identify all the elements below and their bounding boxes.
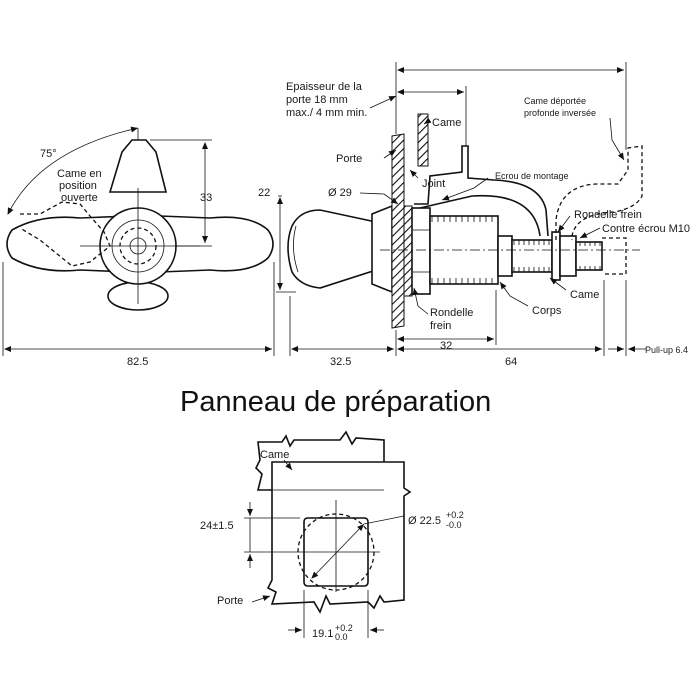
panel-cutout-view bbox=[244, 430, 412, 638]
panel-height-dim: 24±1.5 bbox=[200, 520, 234, 532]
cam-open-label-3: ouverte bbox=[61, 192, 98, 204]
cam-open-label-1: Came en bbox=[57, 168, 102, 180]
panel-diameter-tol-bot: -0.0 bbox=[446, 520, 462, 530]
dim-64-label: 64 bbox=[505, 356, 517, 368]
panel-diameter-tol-top: +0.2 bbox=[446, 510, 464, 520]
dims-top bbox=[395, 62, 627, 150]
angle-label: 75° bbox=[40, 148, 57, 160]
washer-label-2: frein bbox=[430, 320, 451, 332]
body-label: Corps bbox=[532, 305, 562, 317]
dim-33-label: 33 bbox=[200, 192, 212, 204]
lock-washer-label: Rondelle frein bbox=[574, 209, 642, 221]
panel-diameter-dim: Ø 22.5 bbox=[408, 515, 441, 527]
washer-label-1: Rondelle bbox=[430, 307, 473, 319]
cam-open-label-2: position bbox=[59, 180, 97, 192]
panel-width-tol-bot: 0.0 bbox=[335, 632, 348, 642]
door-label: Porte bbox=[336, 153, 362, 165]
pull-up-label: Pull-up 6.4 bbox=[645, 345, 688, 355]
diameter-29-label: Ø 29 bbox=[328, 187, 352, 199]
thickness-note-3: max./ 4 mm min. bbox=[286, 107, 367, 119]
joint-label: Joint bbox=[422, 178, 445, 190]
cam-label-2: Came bbox=[570, 289, 599, 301]
dim-33 bbox=[150, 139, 212, 247]
panel-door-label: Porte bbox=[217, 595, 243, 607]
dim-82-5 bbox=[2, 262, 275, 356]
panel-width-tol-top: +0.2 bbox=[335, 623, 353, 633]
dim-82-5-label: 82.5 bbox=[127, 356, 148, 368]
thickness-note-2: porte 18 mm bbox=[286, 94, 348, 106]
lock-side-view bbox=[287, 113, 643, 329]
offset-cam-label-1: Came déportée bbox=[524, 96, 586, 106]
panel-title: Panneau de préparation bbox=[180, 386, 491, 418]
leaders bbox=[359, 95, 625, 315]
mounting-nut-label: Ecrou de montage bbox=[495, 171, 569, 181]
lock-nut-label: Contre écrou M10 bbox=[602, 223, 690, 235]
offset-cam-label-2: profonde inversée bbox=[524, 108, 596, 118]
panel-cam-label: Came bbox=[260, 449, 289, 461]
dim-32-5-label: 32.5 bbox=[330, 356, 351, 368]
dim-22 bbox=[276, 195, 296, 293]
dims-bottom bbox=[289, 280, 646, 356]
cam-label: Came bbox=[432, 117, 461, 129]
panel-width-dim: 19.1 bbox=[312, 628, 333, 640]
thickness-note-1: Epaisseur de la bbox=[286, 81, 363, 93]
dim-32-label: 32 bbox=[440, 340, 452, 352]
dim-22-label: 22 bbox=[258, 187, 270, 199]
